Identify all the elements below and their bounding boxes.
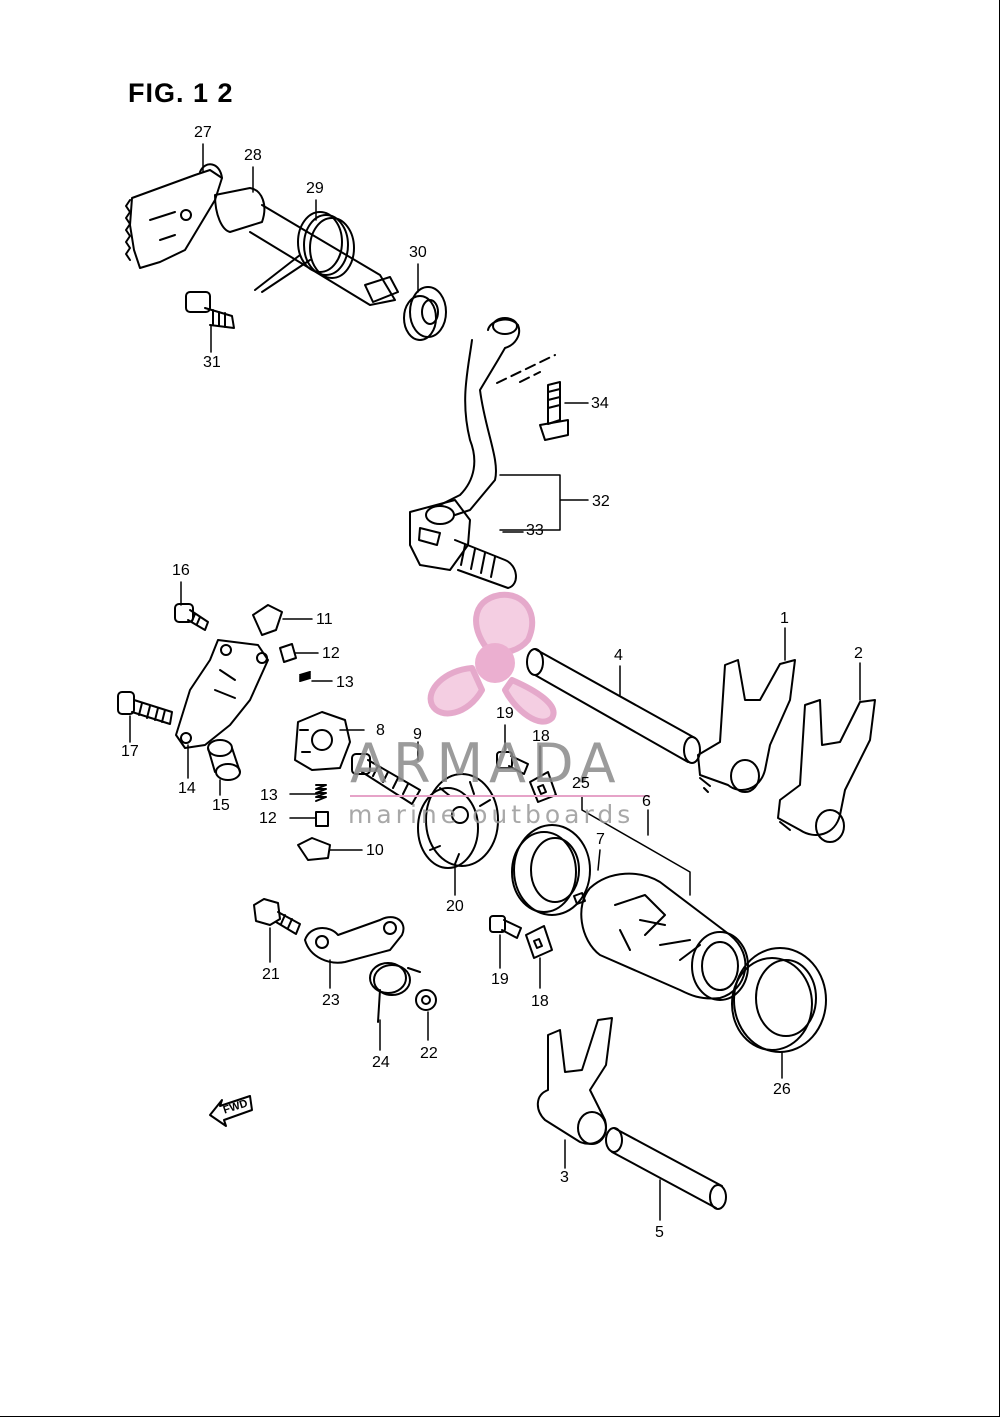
part-26-bearing <box>731 947 827 1053</box>
callout-28: 28 <box>244 147 262 164</box>
part-8-cam-stopper <box>294 711 351 771</box>
part-16-bolt <box>174 603 209 631</box>
callout-6: 6 <box>642 793 651 810</box>
callout-30: 30 <box>409 244 427 261</box>
callout-34: 34 <box>591 395 609 412</box>
part-12-pin-lower <box>315 811 329 827</box>
callout-22: 22 <box>420 1045 438 1062</box>
part-29-return-spring <box>254 211 355 293</box>
callout-9: 9 <box>413 726 422 743</box>
callout-13-lower: 13 <box>260 787 278 804</box>
figure-title: FIG. 1 2 <box>128 78 234 108</box>
watermark-propeller-logo <box>427 591 557 725</box>
callout-12-lower: 12 <box>259 810 277 827</box>
part-27-gear-sector <box>125 163 223 269</box>
callout-10: 10 <box>366 842 384 859</box>
part-19-bolt-lower <box>489 915 522 939</box>
part-30-oil-seal <box>403 286 447 341</box>
part-20-cam-driven-gear <box>417 773 499 869</box>
part-5-fork-shaft <box>605 1127 727 1210</box>
assembly-dashed-line <box>496 354 556 384</box>
part-23-cam-stopper-arm <box>304 916 405 964</box>
callout-29: 29 <box>306 180 324 197</box>
callout-12-upper: 12 <box>322 645 340 662</box>
callout-18-upper: 18 <box>532 728 550 745</box>
part-32-gear-shift-lever <box>409 317 521 589</box>
part-28-shift-shaft <box>214 187 399 306</box>
callout-3: 3 <box>560 1169 569 1186</box>
callout-8: 8 <box>376 722 385 739</box>
callout-24: 24 <box>372 1054 390 1071</box>
part-4-fork-shaft <box>526 648 701 764</box>
callout-15: 15 <box>212 797 230 814</box>
callout-25: 25 <box>572 775 590 792</box>
callout-13-upper: 13 <box>336 674 354 691</box>
part-1-shift-fork <box>697 659 796 793</box>
callout-14: 14 <box>178 780 196 797</box>
callout-19-upper: 19 <box>496 705 514 722</box>
callout-18-lower: 18 <box>531 993 549 1010</box>
callout-17: 17 <box>121 743 139 760</box>
part-17-bolt <box>117 691 173 725</box>
part-13-spring-upper <box>299 671 311 682</box>
part-12-pin-upper <box>279 643 297 663</box>
callout-19-lower: 19 <box>491 971 509 988</box>
callout-27: 27 <box>194 124 212 141</box>
callout-2: 2 <box>854 645 863 662</box>
part-13-spring-lower <box>315 784 327 802</box>
callout-26: 26 <box>773 1081 791 1098</box>
part-3-shift-fork <box>536 1017 613 1145</box>
part-31-stopper-bolt <box>185 291 235 329</box>
callout-11: 11 <box>316 611 333 628</box>
callout-5: 5 <box>655 1224 664 1241</box>
callout-leader-lines <box>129 143 861 1221</box>
callout-33: 33 <box>526 522 544 539</box>
callout-31: 31 <box>203 354 221 371</box>
part-2-shift-fork <box>777 699 876 843</box>
callout-20: 20 <box>446 898 464 915</box>
part-9-bolt <box>351 753 421 805</box>
fwd-direction-arrow-icon <box>209 1095 253 1127</box>
part-34-bolt <box>539 381 569 441</box>
callout-21: 21 <box>262 966 280 983</box>
callout-16: 16 <box>172 562 190 579</box>
watermark-divider <box>350 795 650 797</box>
callout-7: 7 <box>596 831 605 848</box>
part-7-pin <box>573 892 586 905</box>
part-24-torsion-spring <box>369 962 421 1023</box>
part-14-guide-plate <box>175 639 269 749</box>
part-11-pin-block <box>252 604 283 636</box>
part-6-gear-shift-cam <box>580 872 749 1001</box>
callout-4: 4 <box>614 647 623 664</box>
callout-32: 32 <box>592 493 610 510</box>
part-18-plate-lower <box>525 925 553 959</box>
watermark-name: ARMADA <box>350 732 622 795</box>
part-25-bearing <box>511 824 591 916</box>
watermark-subtitle: marine outboards <box>348 800 635 829</box>
part-10-pawl <box>297 837 331 861</box>
part-21-bolt <box>253 898 301 935</box>
callout-23: 23 <box>322 992 340 1009</box>
part-15-collar <box>207 739 241 781</box>
callout-1: 1 <box>780 610 789 627</box>
part-22-washer <box>415 989 437 1011</box>
